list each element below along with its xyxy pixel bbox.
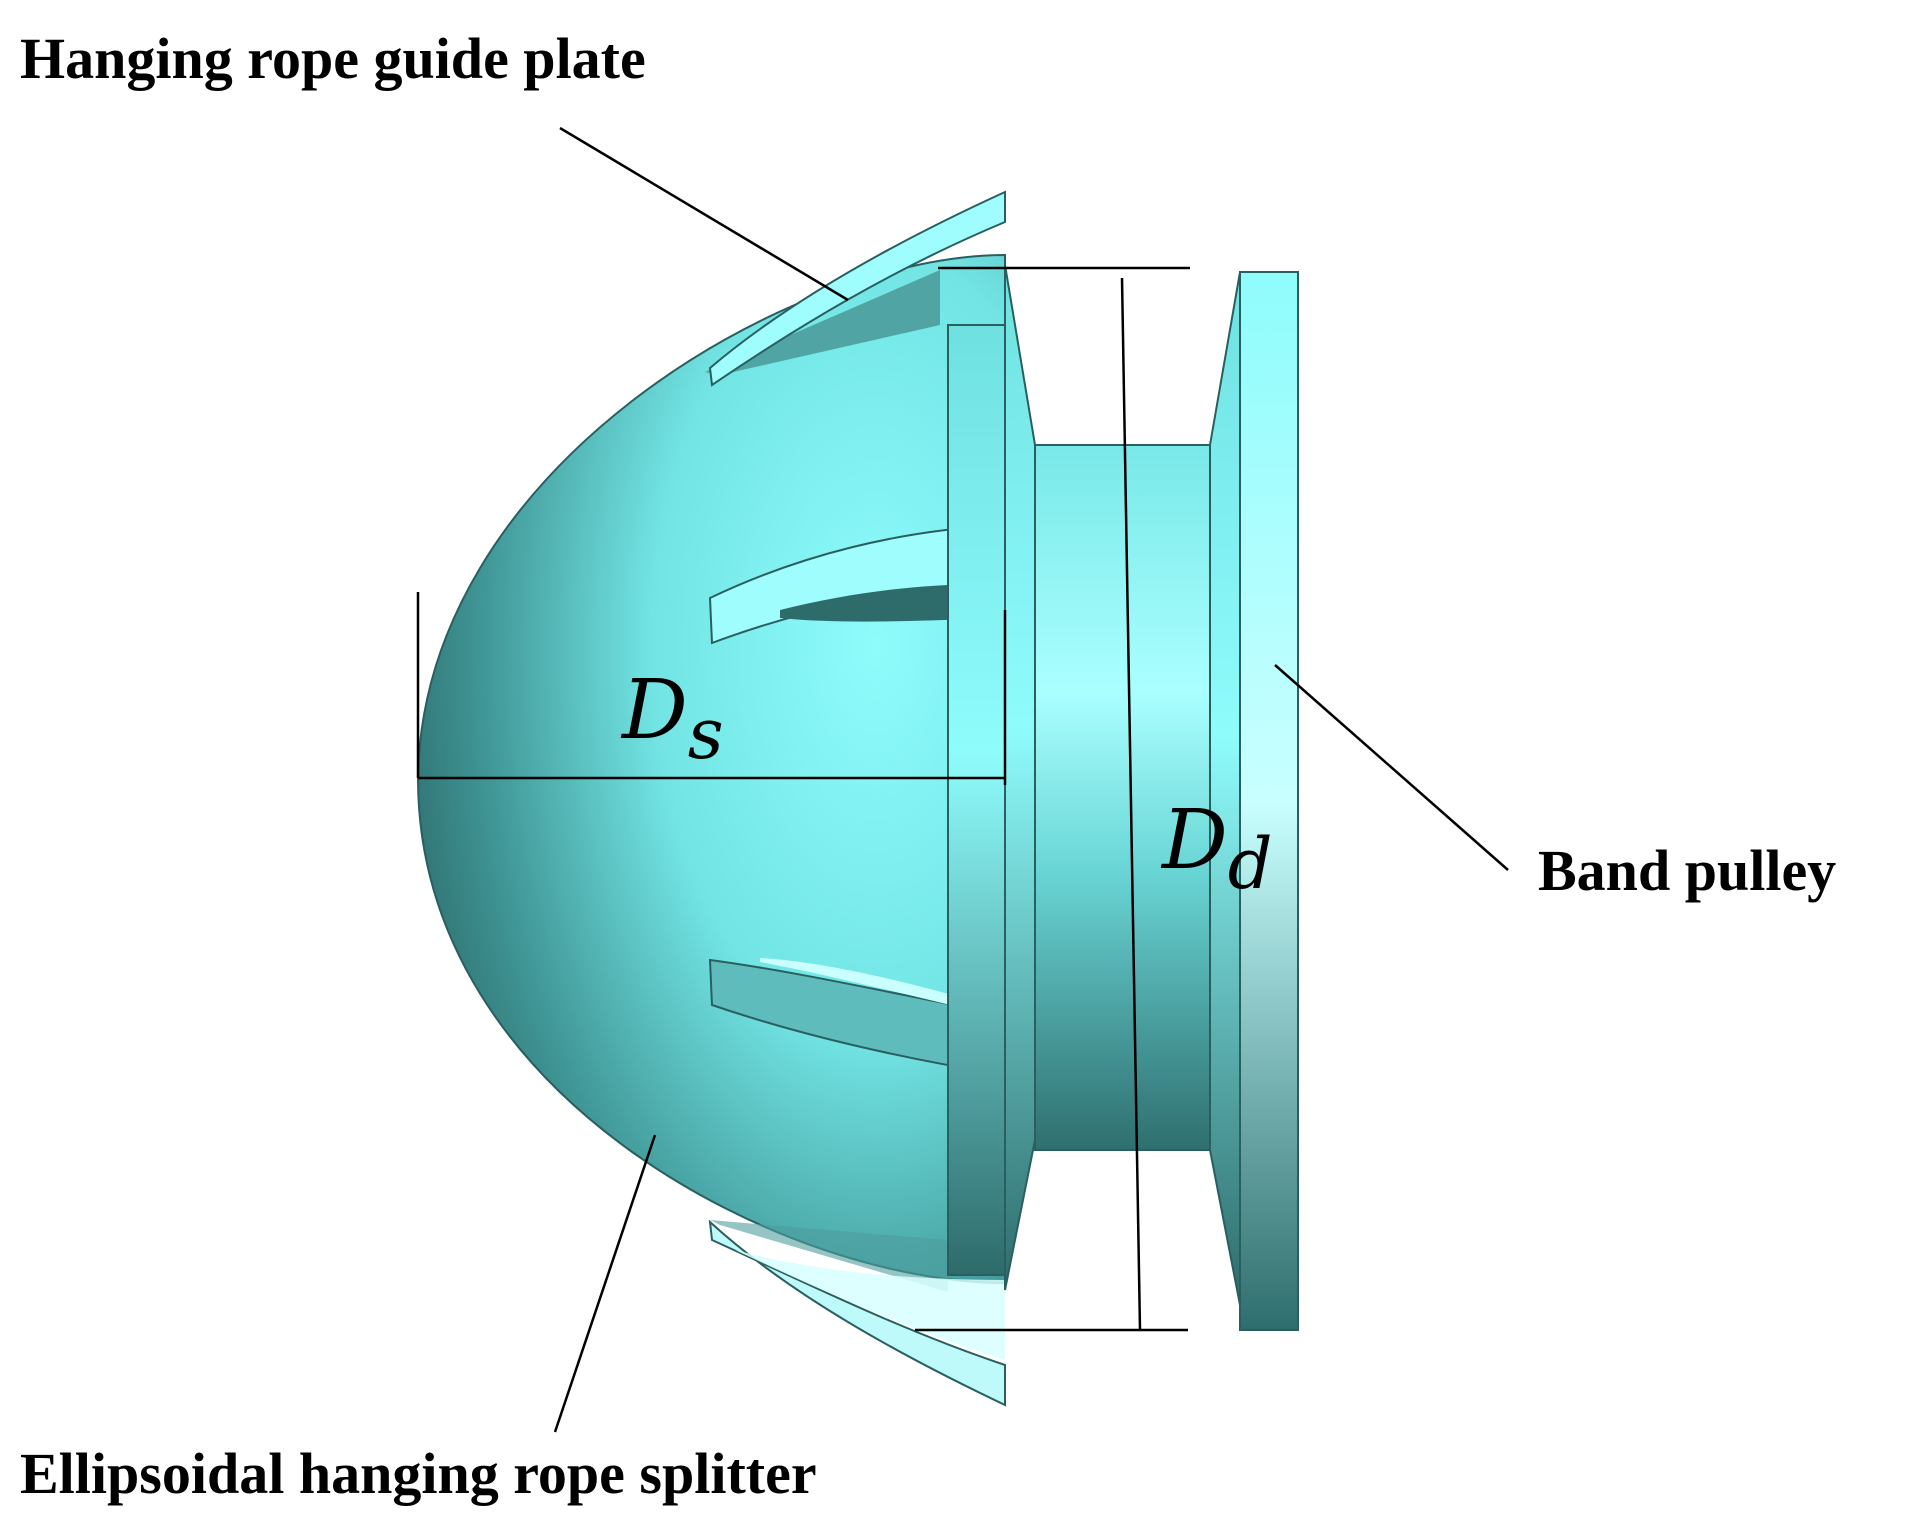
- dimension-ds: [416, 592, 1007, 785]
- guide-plate-top: [708, 190, 1006, 387]
- label-ellipsoidal-splitter: Ellipsoidal hanging rope splitter: [20, 1441, 817, 1506]
- leader-band-pulley: [1274, 664, 1509, 871]
- dimension-dd-label: Dd: [1160, 793, 1273, 905]
- leader-splitter: [553, 1134, 657, 1433]
- leader-lines: [553, 126, 1509, 1433]
- label-band-pulley: Band pulley: [1538, 838, 1837, 903]
- pulley-hub: [1034, 444, 1211, 1151]
- pulley-left-flange: [1004, 264, 1036, 1291]
- guide-plate-bottom: [708, 1219, 1006, 1407]
- leader-guide-plate: [559, 126, 849, 302]
- dimension-ds-label: Ds: [620, 663, 724, 775]
- dimension-dd: [915, 266, 1190, 1332]
- guide-plate-bottom-fill: [735, 1250, 1005, 1360]
- splitter-slot-lower: [710, 1220, 948, 1292]
- guide-plate-lower-mid-light: [760, 958, 1005, 1018]
- pulley-right-flange: [1209, 271, 1241, 1306]
- band-pulley-disc: [1239, 271, 1299, 1331]
- label-hanging-rope-guide-plate: Hanging rope guide plate: [20, 26, 646, 91]
- splitter-rear-ring: [947, 324, 1006, 1276]
